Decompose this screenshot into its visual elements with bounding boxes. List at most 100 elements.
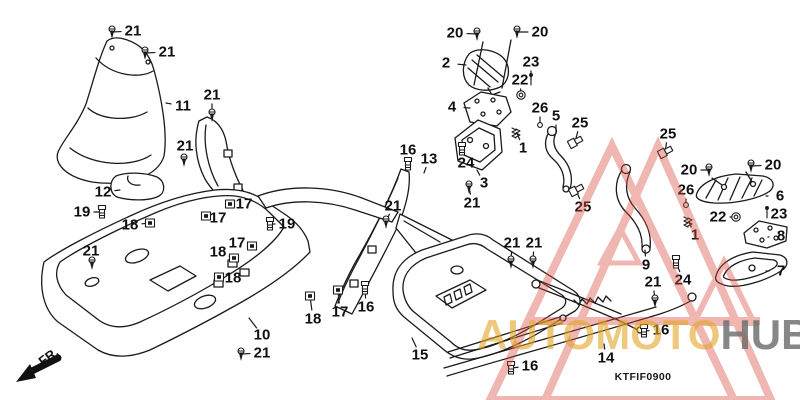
part-callout-25: 25 bbox=[574, 198, 592, 216]
part-callout-7: 7 bbox=[776, 262, 786, 280]
flange-bolt-icon bbox=[671, 254, 681, 269]
part-bracket-4 bbox=[463, 91, 512, 127]
part-callout-11: 11 bbox=[175, 97, 191, 115]
part-bracket-3 bbox=[454, 119, 503, 171]
part-callout-24: 24 bbox=[674, 271, 692, 289]
part-step-rubber-7 bbox=[714, 251, 788, 287]
part-callout-16: 16 bbox=[399, 141, 417, 159]
part-callout-21: 21 bbox=[253, 344, 271, 362]
part-callout-17: 17 bbox=[228, 234, 246, 252]
part-callout-22: 22 bbox=[511, 71, 529, 89]
clip-icon bbox=[332, 285, 344, 295]
screw-icon bbox=[88, 256, 96, 270]
part-callout-20: 20 bbox=[531, 23, 549, 41]
part-callout-5: 5 bbox=[551, 107, 561, 125]
clip-icon bbox=[213, 272, 225, 282]
part-arm-9 bbox=[615, 163, 651, 254]
part-callout-4: 4 bbox=[447, 98, 457, 116]
part-callout-23: 23 bbox=[522, 53, 540, 71]
pin-icon bbox=[529, 73, 533, 86]
flange-bolt-icon bbox=[403, 156, 413, 171]
screw-icon bbox=[513, 25, 521, 39]
step-bar-bolt-icon bbox=[656, 145, 674, 160]
screw-icon bbox=[651, 294, 659, 308]
part-callout-21: 21 bbox=[124, 22, 142, 40]
nut-icon bbox=[731, 212, 741, 222]
part-callout-15: 15 bbox=[411, 346, 429, 364]
spring-icon bbox=[683, 216, 693, 228]
screw-icon bbox=[382, 215, 390, 229]
flange-bolt-icon bbox=[457, 141, 467, 156]
part-callout-21: 21 bbox=[644, 273, 662, 291]
part-callout-21: 21 bbox=[525, 234, 543, 252]
flange-bolt-icon bbox=[360, 280, 370, 295]
flange-bolt-icon bbox=[639, 323, 649, 338]
clip-icon bbox=[144, 218, 156, 228]
screw-icon bbox=[507, 255, 515, 269]
nut-icon bbox=[516, 90, 526, 100]
clip-icon bbox=[200, 211, 212, 221]
part-callout-16: 16 bbox=[357, 298, 375, 316]
screw-icon bbox=[180, 153, 188, 167]
step-bar-bolt-icon bbox=[567, 183, 585, 198]
part-mat-12 bbox=[110, 172, 165, 201]
part-callout-1: 1 bbox=[518, 139, 528, 157]
flange-bolt-icon bbox=[265, 216, 275, 231]
part-callout-21: 21 bbox=[176, 137, 194, 155]
part-callout-17: 17 bbox=[331, 303, 349, 321]
clip-icon bbox=[224, 199, 236, 209]
part-callout-25: 25 bbox=[571, 114, 589, 132]
part-callout-19: 19 bbox=[73, 203, 91, 221]
screw-icon bbox=[108, 25, 116, 39]
screw-icon bbox=[705, 163, 713, 177]
part-callout-18: 18 bbox=[121, 216, 139, 234]
part-callout-18: 18 bbox=[304, 310, 322, 328]
part-callout-17: 17 bbox=[235, 195, 253, 213]
part-stand-pipe-14 bbox=[443, 279, 697, 377]
part-callout-23: 23 bbox=[770, 205, 788, 223]
fastener-glyphs bbox=[88, 25, 769, 375]
part-under-cover-15 bbox=[392, 233, 581, 360]
screw-icon bbox=[473, 27, 481, 41]
fr-arrow-icon bbox=[16, 354, 62, 382]
step-bar-bolt-icon bbox=[566, 135, 584, 150]
screw-guide-lines bbox=[473, 39, 753, 186]
part-callout-22: 22 bbox=[709, 208, 727, 226]
part-callout-16: 16 bbox=[652, 321, 670, 339]
part-callout-21: 21 bbox=[203, 86, 221, 104]
ball-icon bbox=[683, 202, 689, 208]
part-callout-14: 14 bbox=[597, 349, 615, 367]
part-callout-17: 17 bbox=[209, 209, 227, 227]
screw-icon bbox=[529, 255, 537, 269]
part-callout-13: 13 bbox=[420, 150, 438, 168]
screw-icon bbox=[208, 108, 216, 122]
part-bracket-8 bbox=[743, 220, 788, 249]
part-callout-26: 26 bbox=[531, 99, 549, 117]
part-callout-6: 6 bbox=[775, 187, 785, 205]
part-callout-18: 18 bbox=[209, 243, 227, 261]
spring-icon bbox=[511, 127, 521, 139]
part-callout-20: 20 bbox=[764, 156, 782, 174]
flange-bolt-icon bbox=[506, 360, 516, 375]
part-callout-12: 12 bbox=[94, 183, 112, 201]
part-callout-10: 10 bbox=[253, 326, 271, 344]
diagram-code: KTFIF0900 bbox=[614, 371, 672, 383]
part-callout-24: 24 bbox=[457, 154, 475, 172]
part-callout-21: 21 bbox=[82, 242, 100, 260]
part-callout-19: 19 bbox=[278, 215, 296, 233]
part-callout-26: 26 bbox=[677, 181, 695, 199]
flange-bolt-icon bbox=[97, 204, 107, 219]
part-callout-16: 16 bbox=[521, 357, 539, 375]
screw-icon bbox=[141, 46, 149, 60]
screw-icon bbox=[747, 159, 755, 173]
part-callout-20: 20 bbox=[680, 161, 698, 179]
part-callout-8: 8 bbox=[776, 227, 786, 245]
ball-icon bbox=[537, 122, 543, 128]
screw-icon bbox=[465, 180, 473, 194]
part-callout-9: 9 bbox=[641, 256, 651, 274]
part-callout-3: 3 bbox=[479, 174, 489, 192]
part-callout-21: 21 bbox=[463, 194, 481, 212]
